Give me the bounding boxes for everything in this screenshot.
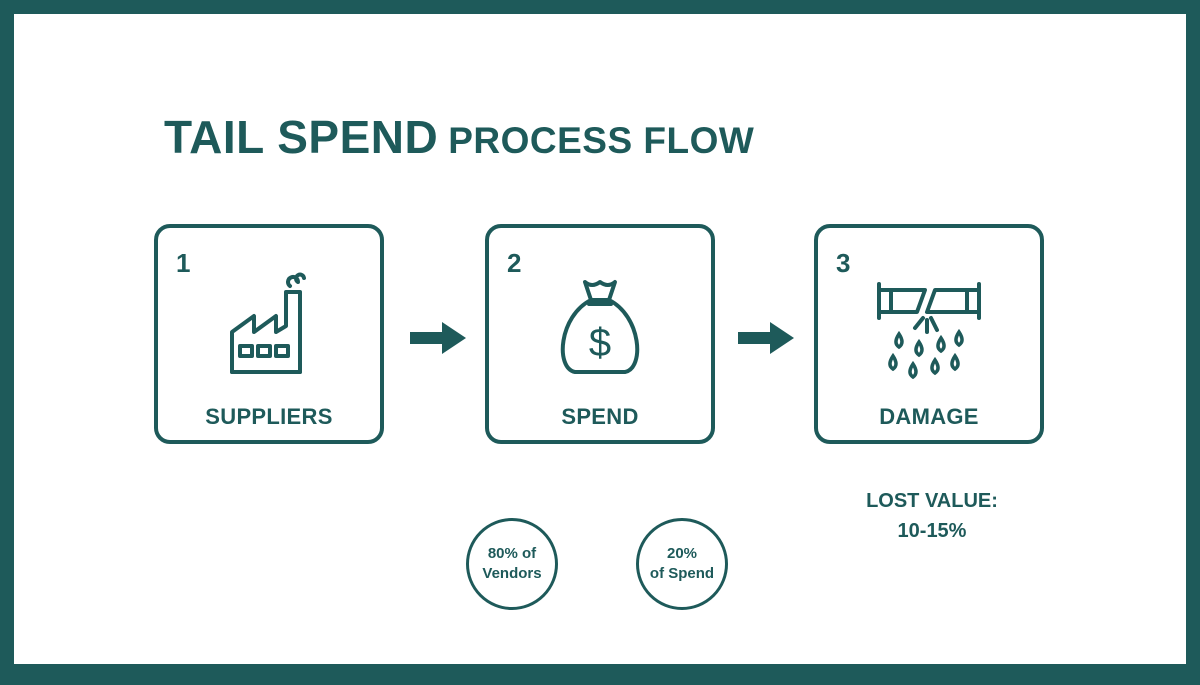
leaking-pipe-icon [877, 282, 981, 380]
title-main: TAIL SPEND [164, 111, 439, 163]
step-spend: 2 $ SPEND [485, 224, 715, 444]
step-number: 2 [507, 248, 522, 278]
svg-text:$: $ [589, 321, 611, 365]
step-damage: 3 DAM [814, 224, 1044, 444]
stat-line: 20% [666, 545, 698, 562]
stat-line: of Spend [649, 565, 715, 582]
step-label: SPEND [561, 404, 639, 429]
money-bag-icon: $ [560, 280, 640, 374]
arrow-right-icon [738, 322, 794, 354]
title-sub: PROCESS FLOW [448, 120, 755, 161]
lost-value-amount: 10-15% [897, 520, 967, 542]
lost-value-note: LOST VALUE: 10-15% [814, 486, 1050, 546]
step-number: 1 [176, 248, 191, 278]
step-suppliers: 1 SUPPLIERS [154, 224, 384, 444]
lost-value-label: LOST VALUE: [866, 490, 998, 512]
factory-icon [230, 272, 306, 374]
step-number: 3 [836, 248, 851, 278]
stat-line: Vendors [482, 565, 542, 582]
stat-line: 80% of [487, 545, 537, 562]
stat-vendors-circle: 80% of Vendors [466, 518, 558, 610]
arrow-right-icon [410, 322, 466, 354]
step-label: DAMAGE [879, 404, 979, 429]
step-label: SUPPLIERS [205, 404, 333, 429]
stat-spend-circle: 20% of Spend [636, 518, 728, 610]
